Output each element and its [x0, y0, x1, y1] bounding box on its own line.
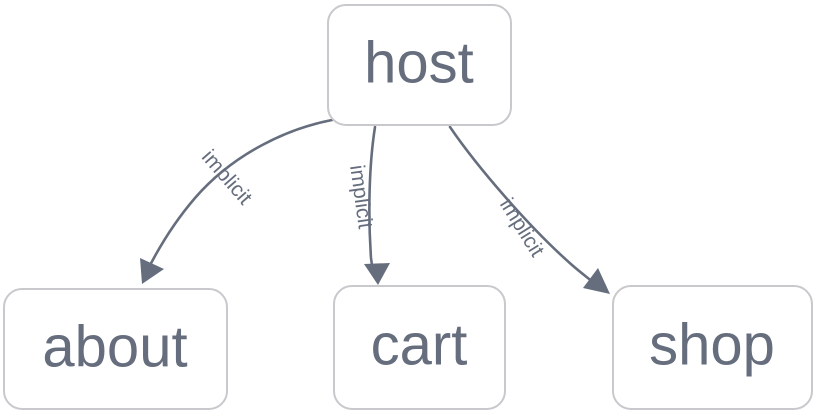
- node-cart[interactable]: cart: [333, 285, 506, 410]
- edge-label-host-about: implicit: [197, 146, 257, 210]
- node-about[interactable]: about: [3, 288, 228, 410]
- edge-label-host-cart: implicit: [345, 163, 377, 230]
- edge-host-shop[interactable]: implicit: [448, 125, 610, 294]
- node-label-cart: cart: [371, 312, 468, 377]
- edge-host-about[interactable]: implicit: [140, 118, 334, 284]
- edge-host-cart[interactable]: implicit: [345, 125, 390, 285]
- arrowhead-host-about: [140, 258, 164, 284]
- node-box-cart: [333, 285, 506, 410]
- node-host[interactable]: host: [327, 4, 512, 126]
- node-label-shop: shop: [649, 312, 775, 377]
- node-box-about: [3, 288, 228, 410]
- arrowhead-host-cart: [364, 263, 390, 285]
- node-shop[interactable]: shop: [612, 285, 813, 410]
- arrowhead-host-shop: [583, 268, 610, 294]
- edge-path-host-shop: [448, 125, 596, 285]
- node-label-about: about: [42, 314, 187, 379]
- node-label-host: host: [364, 30, 474, 95]
- node-box-host: [327, 4, 512, 126]
- node-box-shop: [612, 285, 813, 410]
- edge-label-host-shop: implicit: [495, 194, 549, 261]
- edge-path-host-about: [144, 118, 334, 275]
